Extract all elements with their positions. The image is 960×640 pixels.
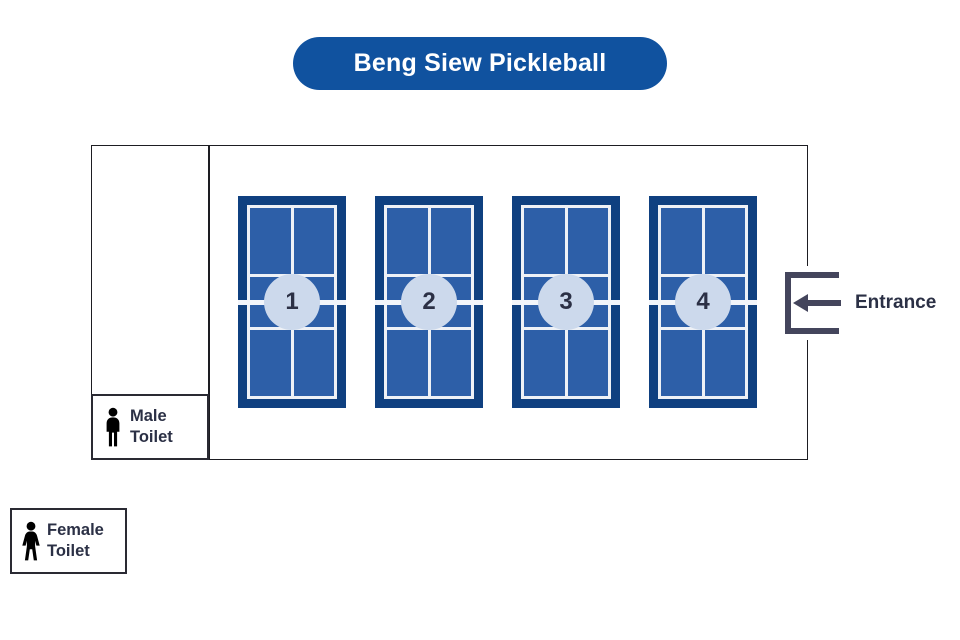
female-toilet-line-2: Toilet <box>47 542 90 560</box>
court-surface: 4 <box>649 205 757 399</box>
court-3[interactable]: 3 <box>512 196 620 408</box>
center-service-line-bottom <box>701 330 705 396</box>
female-toilet-room[interactable]: Female Toilet <box>10 508 127 574</box>
court-number-label: 2 <box>422 288 436 315</box>
center-service-line-bottom <box>564 330 568 396</box>
court-4[interactable]: 4 <box>649 196 757 408</box>
male-toilet-line-2: Toilet <box>130 428 173 446</box>
court-2[interactable]: 2 <box>375 196 483 408</box>
center-service-line-top <box>564 208 568 274</box>
female-toilet-line-1: Female <box>47 521 104 540</box>
court-surface: 1 <box>238 205 346 399</box>
female-person-icon <box>22 521 40 561</box>
male-toilet-room[interactable]: Male Toilet <box>91 394 209 460</box>
court-number-badge: 4 <box>675 274 731 330</box>
center-service-line-bottom <box>427 330 431 396</box>
center-service-line-top <box>701 208 705 274</box>
interior-wall-divider <box>208 145 210 460</box>
center-service-line-top <box>427 208 431 274</box>
female-toilet-label: Female Toilet <box>47 520 104 561</box>
entrance-label: Entrance <box>855 292 937 313</box>
page-title: Beng Siew Pickleball <box>353 49 607 77</box>
court-number-label: 4 <box>696 288 710 315</box>
court-number-label: 3 <box>559 288 573 315</box>
venue-title-banner: Beng Siew Pickleball <box>293 37 667 90</box>
entrance-marker[interactable]: Entrance <box>783 272 936 334</box>
left-arrow-door-icon <box>785 272 841 334</box>
court-surface: 3 <box>512 205 620 399</box>
court-number-label: 1 <box>285 288 299 315</box>
center-service-line-bottom <box>290 330 294 396</box>
court-surface: 2 <box>375 205 483 399</box>
male-toilet-line-1: Male <box>130 407 167 426</box>
court-number-badge: 3 <box>538 274 594 330</box>
court-1[interactable]: 1 <box>238 196 346 408</box>
center-service-line-top <box>290 208 294 274</box>
male-toilet-label: Male Toilet <box>130 406 173 447</box>
court-number-badge: 2 <box>401 274 457 330</box>
court-number-badge: 1 <box>264 274 320 330</box>
male-person-icon <box>106 407 120 447</box>
